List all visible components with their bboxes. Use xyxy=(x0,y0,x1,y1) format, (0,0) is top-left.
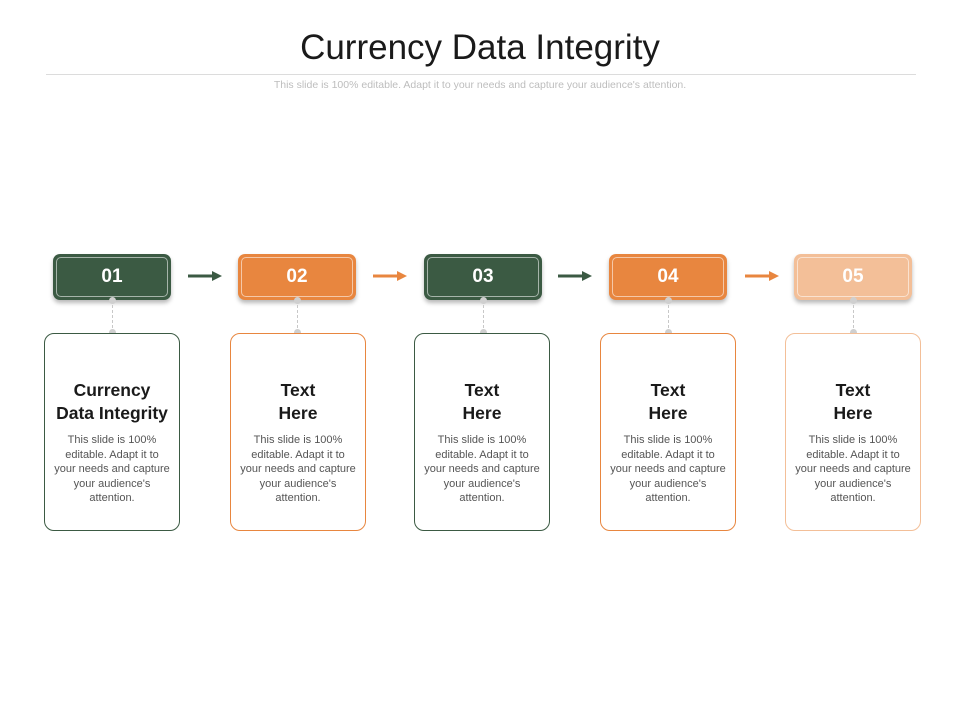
title-divider xyxy=(46,74,916,75)
arrow-right-icon xyxy=(558,271,592,281)
step-connector xyxy=(853,300,854,333)
step-number-badge[interactable]: 02 xyxy=(238,254,356,300)
step-card[interactable]: Text Here This slide is 100% editable. A… xyxy=(600,333,736,531)
step-description: This slide is 100% editable. Adapt it to… xyxy=(795,434,911,504)
step-title: Text Here xyxy=(833,380,873,423)
step-title: Text Here xyxy=(648,380,688,423)
step-connector xyxy=(112,300,113,333)
step-card[interactable]: Text Here This slide is 100% editable. A… xyxy=(230,333,366,531)
step-description: This slide is 100% editable. Adapt it to… xyxy=(240,434,356,504)
step-card[interactable]: Text Here This slide is 100% editable. A… xyxy=(785,333,921,531)
step-number-badge[interactable]: 01 xyxy=(53,254,171,300)
slide-title: Currency Data Integrity xyxy=(300,28,660,67)
step-title: Text Here xyxy=(278,380,318,423)
slide-subtitle: This slide is 100% editable. Adapt it to… xyxy=(273,79,687,91)
step-card[interactable]: Text Here This slide is 100% editable. A… xyxy=(414,333,550,531)
step-title: Text Here xyxy=(462,380,502,423)
step-connector xyxy=(483,300,484,333)
step-number-badge[interactable]: 03 xyxy=(424,254,542,300)
step-description: This slide is 100% editable. Adapt it to… xyxy=(424,434,540,504)
step-connector xyxy=(297,300,298,333)
step-connector xyxy=(668,300,669,333)
arrow-right-icon xyxy=(373,271,407,281)
arrow-right-icon xyxy=(188,271,222,281)
arrow-right-icon xyxy=(745,271,779,281)
step-number-badge[interactable]: 04 xyxy=(609,254,727,300)
step-card[interactable]: Currency Data Integrity This slide is 10… xyxy=(44,333,180,531)
step-number-badge[interactable]: 05 xyxy=(794,254,912,300)
step-description: This slide is 100% editable. Adapt it to… xyxy=(54,434,170,504)
step-title: Currency Data Integrity xyxy=(56,380,168,423)
step-description: This slide is 100% editable. Adapt it to… xyxy=(610,434,726,504)
